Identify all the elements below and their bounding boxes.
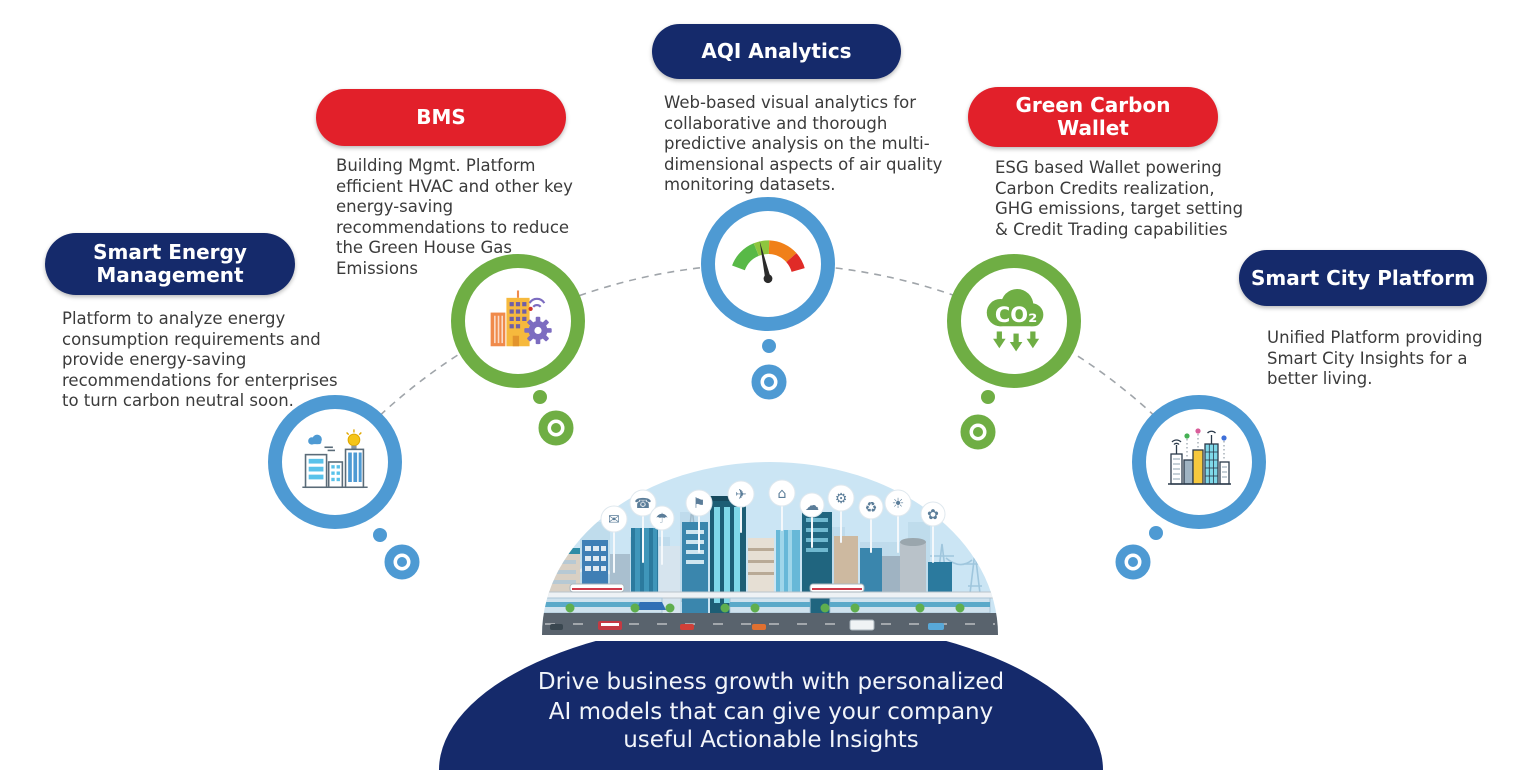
badge-aqi-analytics: AQI Analytics	[652, 24, 901, 79]
down-arrows	[996, 331, 1036, 343]
umbrella-icon: ☂	[656, 511, 669, 527]
badge-green-carbon-wallet: Green Carbon Wallet	[968, 87, 1218, 147]
smart-city-skyline-icon	[1168, 428, 1231, 485]
city-dome-illustration: ✉ ☎ ☂ ⚑ ✈ ⌂ ☁ ⚙ ♻ ☀ ✿ Drive business gro…	[439, 462, 1103, 770]
description-aqi-analytics: Web-based visual analytics for collabora…	[664, 93, 943, 194]
sun-icon: ☀	[892, 496, 905, 512]
gauge-needle	[759, 240, 771, 280]
gear-icon	[524, 316, 552, 345]
description-smart-city-platform: Unified Platform providing Smart City In…	[1267, 328, 1483, 388]
navy-dome	[439, 618, 1103, 770]
co2-reduction-cloud-icon: CO₂	[986, 289, 1044, 352]
monorail-train-icon	[569, 583, 865, 593]
solar-panel-icon	[636, 602, 666, 610]
connector-dots-bms	[533, 390, 574, 446]
circle-smart-energy-management	[268, 395, 402, 529]
flag-icon: ⚑	[693, 496, 706, 512]
tagline-line-3: useful Actionable Insights	[623, 727, 919, 753]
flower-icon: ✿	[927, 507, 939, 523]
recycle-icon: ♻	[865, 500, 878, 516]
vehicles	[550, 619, 944, 631]
house-icon: ⌂	[778, 486, 787, 502]
badge-bms: BMS	[316, 89, 566, 146]
tree-icon	[565, 603, 965, 613]
description-green-carbon-wallet: ESG based Wallet powering Carbon Credits…	[995, 158, 1244, 239]
co2-label: CO₂	[995, 303, 1037, 327]
connector-dots-aqi	[751, 339, 787, 400]
smart-building-gear-icon	[490, 290, 552, 347]
plane-icon: ✈	[735, 487, 747, 503]
gear-icon: ⚙	[835, 491, 848, 507]
dome-base-line	[522, 635, 1018, 641]
connector-dots-green-carbon	[960, 390, 996, 450]
description-smart-energy-management: Platform to analyze energy consumption r…	[62, 309, 338, 410]
badge-smart-energy-management: Smart Energy Management	[45, 233, 295, 295]
circle-smart-city-platform	[1132, 395, 1266, 529]
description-bms: Building Mgmt. Platform efficient HVAC a…	[336, 156, 573, 278]
envelope-icon: ✉	[608, 512, 620, 528]
cloud-icon: ☁	[805, 498, 819, 514]
tagline-line-1: Drive business growth with personalized	[538, 669, 1004, 695]
iot-bubbles: ✉ ☎ ☂ ⚑ ✈ ⌂ ☁ ⚙ ♻ ☀ ✿	[600, 479, 946, 573]
circle-bms	[451, 254, 585, 388]
air-quality-gauge-icon	[732, 240, 805, 284]
phone-icon: ☎	[634, 496, 651, 512]
circle-aqi-analytics	[701, 197, 835, 331]
connector-dots-smart-energy	[373, 528, 420, 580]
tagline-line-2: AI models that can give your company	[549, 699, 993, 725]
badge-smart-city-platform: Smart City Platform	[1239, 250, 1487, 306]
connector-dots-smart-city	[1115, 526, 1163, 580]
circle-green-carbon-wallet: CO₂	[947, 254, 1081, 388]
city-skyline	[542, 496, 998, 635]
city-buildings-lightbulb-icon	[302, 429, 368, 489]
tagline: Drive business growth with personalized …	[538, 669, 1004, 753]
